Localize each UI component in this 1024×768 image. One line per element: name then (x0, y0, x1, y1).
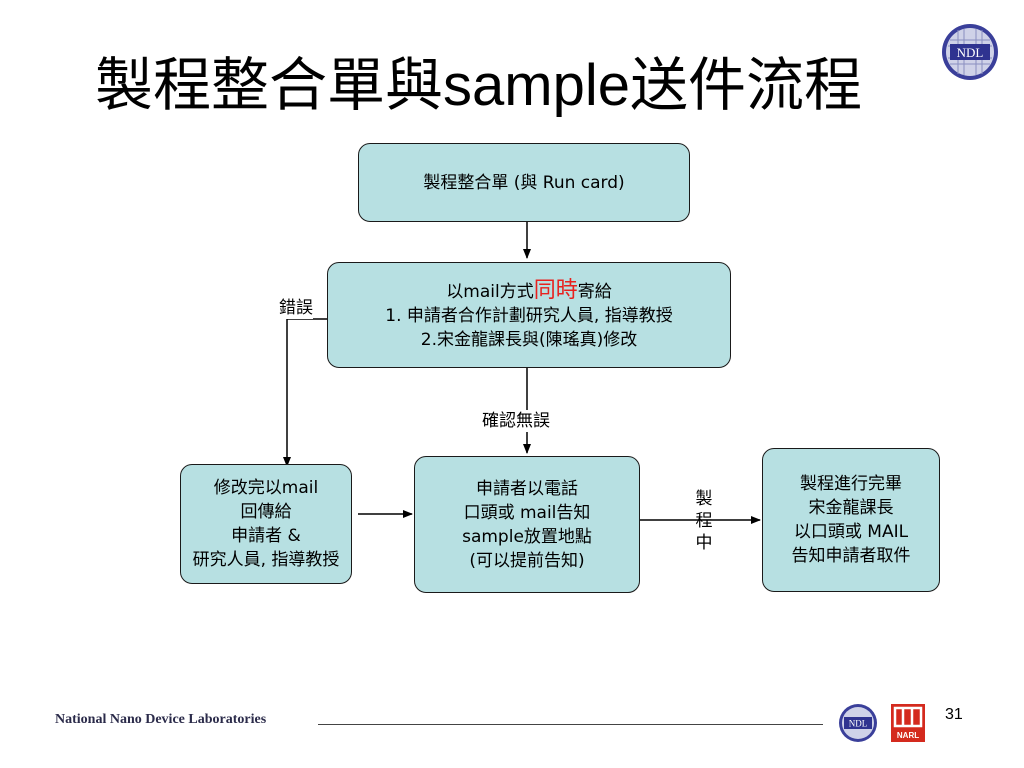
title-part-1: 製程整合單與 (95, 51, 444, 119)
ndl-logo: NDL (942, 24, 998, 80)
notify-box: 申請者以電話 口頭或 mail告知 sample放置地點 (可以提前告知) (414, 456, 640, 593)
send-mail-line-1b: 寄給 (577, 281, 612, 302)
send-mail-line-1: 以mail方式同時寄給 (446, 277, 612, 304)
footer-ndl-logo-text: NDL (849, 719, 868, 729)
done-line-4: 告知申請者取件 (791, 546, 911, 566)
page-number: 31 (945, 706, 963, 723)
notify-line-4: (可以提前告知) (469, 550, 585, 571)
footer-brand: National Nano Device Laboratories (55, 712, 267, 727)
revise-line-1: 修改完以mail (213, 478, 319, 498)
confirm-label: 確認無誤 (482, 410, 550, 432)
in-process-char-2: 程 (695, 511, 713, 531)
revise-line-2: 回傳給 (240, 502, 292, 522)
footer-divider (318, 724, 823, 725)
process-sheet-text: 製程整合單 (與 Run card) (423, 172, 625, 193)
simultaneous-highlight: 同時 (533, 277, 578, 303)
done-line-2: 宋金龍課長 (808, 498, 894, 518)
error-label: 錯誤 (279, 297, 313, 319)
narl-logo-text: NARL (897, 731, 919, 740)
ndl-logo-text: NDL (957, 45, 984, 60)
in-process-char-3: 中 (695, 533, 713, 553)
send-mail-line-1a: 以mail方式 (446, 281, 534, 302)
title-part-3: 送件流程 (630, 51, 863, 119)
notify-line-1: 申請者以電話 (476, 478, 578, 499)
send-mail-box: 以mail方式同時寄給 1. 申請者合作計劃研究人員, 指導教授 2.宋金龍課長… (327, 262, 731, 368)
done-line-1: 製程進行完畢 (800, 474, 902, 494)
done-box: 製程進行完畢 宋金龍課長 以口頭或 MAIL 告知申請者取件 (762, 448, 940, 592)
revise-box: 修改完以mail 回傳給 申請者 & 研究人員, 指導教授 (180, 464, 352, 584)
page-title: 製程整合單與sample送件流程 (95, 40, 935, 130)
revise-line-4: 研究人員, 指導教授 (192, 550, 340, 570)
send-mail-line-3: 2.宋金龍課長與(陳瑤真)修改 (420, 329, 638, 350)
footer-ndl-logo: NDL (839, 704, 877, 742)
narl-logo: NARL (891, 704, 925, 742)
notify-line-2: 口頭或 mail告知 (463, 502, 591, 523)
in-process-label: 製 程 中 (694, 488, 714, 554)
done-line-3: 以口頭或 MAIL (793, 522, 909, 542)
notify-line-3: sample放置地點 (462, 526, 592, 547)
revise-line-3: 申請者 & (231, 526, 301, 546)
process-sheet-box: 製程整合單 (與 Run card) (358, 143, 690, 222)
title-part-2: sample (443, 53, 630, 118)
in-process-char-1: 製 (695, 489, 713, 509)
send-mail-line-2: 1. 申請者合作計劃研究人員, 指導教授 (385, 305, 673, 326)
arrow-error-branch (283, 318, 328, 467)
